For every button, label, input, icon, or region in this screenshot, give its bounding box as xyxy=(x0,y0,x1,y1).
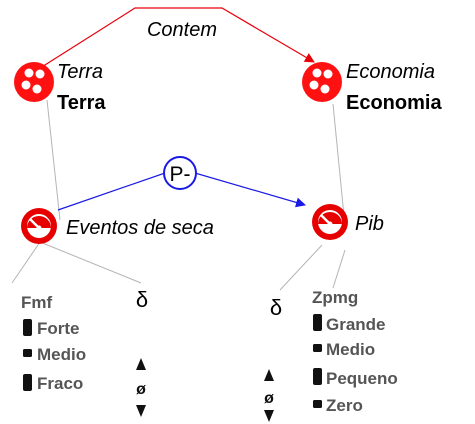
quantity-value: Medio xyxy=(326,340,375,359)
contem-relation-arrow xyxy=(36,7,315,71)
quantity-value: Fraco xyxy=(37,374,83,393)
entity-type: Terra xyxy=(57,92,106,114)
derivative-symbol: δ xyxy=(270,295,282,320)
point-value-marker xyxy=(313,344,322,352)
entity-quantity-link xyxy=(46,99,61,221)
correlation-label: P- xyxy=(170,163,191,186)
entity-type: Economia xyxy=(346,92,442,114)
derivative-link xyxy=(39,241,142,284)
quantity-name: Eventos de seca xyxy=(66,217,214,239)
interval-value-marker xyxy=(313,314,322,331)
quantity-space-link xyxy=(11,241,41,284)
quantity-gauge-icon xyxy=(312,204,348,240)
entity-quantity-link xyxy=(332,103,346,227)
quantity-value: Zero xyxy=(326,396,363,415)
interval-value-marker xyxy=(23,374,32,391)
point-value-marker xyxy=(313,400,322,408)
quantity-name: Pib xyxy=(355,213,384,235)
quantity-value: Forte xyxy=(37,319,80,338)
derivative-link xyxy=(279,244,323,291)
point-value-marker xyxy=(23,349,32,357)
quantity-space-name: Zpmg xyxy=(312,288,358,307)
relation-label-bg xyxy=(137,17,229,41)
entity-icon xyxy=(14,62,54,102)
quantity-space-link xyxy=(332,249,346,289)
entity-name: Terra xyxy=(57,61,103,83)
derivative-down-arrow xyxy=(136,405,146,417)
interval-value-marker xyxy=(313,368,322,385)
derivative-value: ø xyxy=(264,390,274,407)
relation-label: Contem xyxy=(147,19,217,41)
quantity-value: Grande xyxy=(326,315,386,334)
derivative-symbol: δ xyxy=(136,287,148,312)
entity-icon xyxy=(302,62,342,102)
quantity-value: Medio xyxy=(37,345,86,364)
quantity-space-name: Fmf xyxy=(21,293,53,312)
interval-value-marker xyxy=(23,319,32,336)
derivative-down-arrow xyxy=(264,410,274,422)
derivative-up-arrow xyxy=(136,358,146,370)
quantity-value: Pequeno xyxy=(326,369,398,388)
derivative-up-arrow xyxy=(264,369,274,381)
entity-name: Economia xyxy=(346,61,435,83)
correlation-node xyxy=(163,156,197,190)
derivative-value: ø xyxy=(136,381,146,398)
quantity-gauge-icon xyxy=(21,208,57,244)
